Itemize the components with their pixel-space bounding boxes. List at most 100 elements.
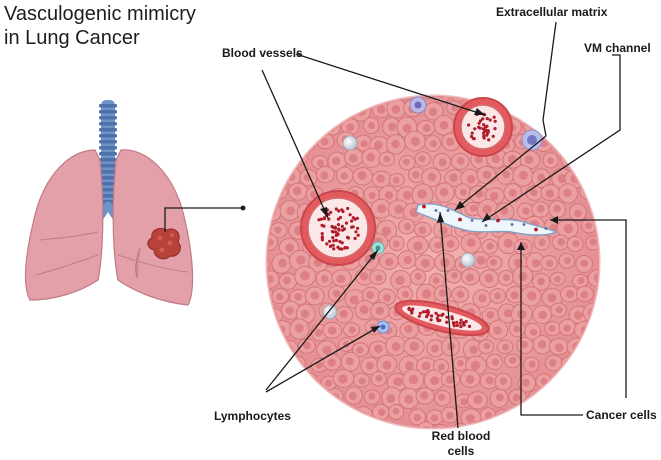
cancer-cell — [440, 406, 459, 424]
trachea-ring — [99, 194, 117, 198]
trachea-ring — [99, 128, 117, 132]
arrowhead — [474, 108, 485, 115]
leader-cancer-cells-1 — [550, 219, 627, 398]
red-blood-cell — [445, 320, 449, 324]
title-line-2: in Lung Cancer — [4, 27, 140, 49]
red-blood-cell — [342, 227, 347, 231]
red-blood-cell — [450, 317, 454, 321]
red-blood-cell — [459, 325, 463, 329]
cancer-cell — [343, 148, 364, 167]
cancer-cell — [569, 203, 587, 222]
cancer-cell — [481, 238, 499, 255]
red-blood-cell — [348, 213, 352, 217]
trachea-ring — [99, 116, 117, 120]
arrowhead — [369, 250, 378, 260]
cancer-cell — [394, 96, 416, 101]
trachea-ring — [99, 110, 117, 114]
cancer-cell — [575, 285, 594, 302]
cancer-cell — [386, 134, 406, 155]
red-blood-cell — [481, 117, 485, 121]
red-blood-cell — [334, 238, 338, 242]
red-blood-cell — [327, 217, 331, 221]
red-blood-cell — [488, 118, 492, 122]
red-blood-cell — [330, 224, 334, 229]
red-blood-cell — [458, 321, 462, 325]
cancer-cell — [454, 183, 472, 201]
cancer-cell — [485, 353, 504, 371]
red-blood-cell — [338, 215, 343, 220]
cancer-cell — [460, 233, 482, 254]
cancer-cell — [548, 200, 566, 219]
cancer-cell — [566, 235, 584, 253]
arrowhead — [482, 213, 491, 222]
cancer-cell — [322, 321, 343, 339]
cancer-cell — [531, 201, 550, 218]
red-blood-cell — [331, 230, 335, 234]
cancer-cell — [370, 371, 387, 387]
red-blood-cell — [455, 323, 459, 328]
cancer-cell — [327, 285, 346, 303]
cancer-cell — [510, 303, 533, 326]
red-blood-cell — [337, 228, 341, 232]
leader-blood-vessels-small — [295, 53, 486, 116]
red-blood-cell — [329, 210, 333, 214]
cancer-cell — [406, 235, 429, 255]
cancer-cell — [363, 389, 381, 406]
cancer-cell — [558, 318, 577, 336]
red-blood-cell — [337, 209, 341, 213]
leader-lymphocytes-1 — [265, 249, 379, 391]
cancer-cell — [361, 147, 382, 168]
red-blood-cell — [344, 221, 349, 225]
red-blood-cell — [493, 127, 497, 131]
lymphocyte — [371, 241, 385, 255]
cancer-cell — [267, 270, 280, 289]
cancer-cell — [485, 255, 503, 271]
trachea — [84, 100, 132, 236]
red-blood-cell — [486, 129, 490, 133]
red-blood-cell — [417, 314, 421, 318]
cancer-cell — [470, 251, 491, 269]
lymphocytes — [322, 96, 543, 334]
red-blood-cell — [346, 206, 350, 211]
leader-ecm — [454, 135, 547, 211]
label-red-blood-cells-line2: cells — [448, 444, 475, 458]
matrix-dot — [434, 209, 438, 212]
matrix-dot — [522, 223, 526, 226]
cancer-cell — [523, 356, 540, 373]
cancer-cell — [315, 269, 334, 288]
cancer-cell — [540, 255, 558, 271]
lymphocyte — [342, 135, 358, 151]
cancer-cell — [532, 272, 551, 291]
cancer-cell — [332, 368, 355, 388]
trachea-ring — [99, 188, 117, 192]
cancer-cell — [524, 322, 542, 341]
cancer-cell — [397, 250, 417, 270]
cancer-cell — [379, 252, 399, 270]
red-blood-cell — [482, 129, 487, 134]
cancer-cell — [388, 235, 405, 252]
cancer-cell — [533, 233, 551, 251]
trachea-ring — [99, 140, 117, 144]
red-blood-cell — [322, 216, 326, 220]
arrowhead — [455, 201, 465, 210]
cancer-cell — [370, 301, 390, 320]
cancer-cell — [423, 101, 444, 121]
cancer-cell — [399, 321, 420, 339]
red-blood-cell — [458, 217, 462, 222]
cancer-cell — [575, 255, 594, 273]
cancer-cell — [550, 302, 568, 318]
cancer-cell — [512, 164, 534, 187]
cancer-cell — [267, 254, 271, 274]
cancer-cell — [476, 165, 497, 185]
cancer-cell — [331, 269, 352, 287]
cancer-cell — [451, 286, 470, 303]
red-blood-cell — [478, 119, 483, 123]
cancer-cell — [399, 426, 417, 428]
cancer-cell — [556, 218, 579, 239]
cancer-cell — [544, 320, 561, 337]
cancer-cell — [363, 186, 381, 204]
red-blood-cell — [477, 125, 481, 129]
cancer-cell — [559, 285, 580, 303]
cancer-cell — [398, 387, 420, 410]
cancer-cell — [398, 155, 416, 171]
